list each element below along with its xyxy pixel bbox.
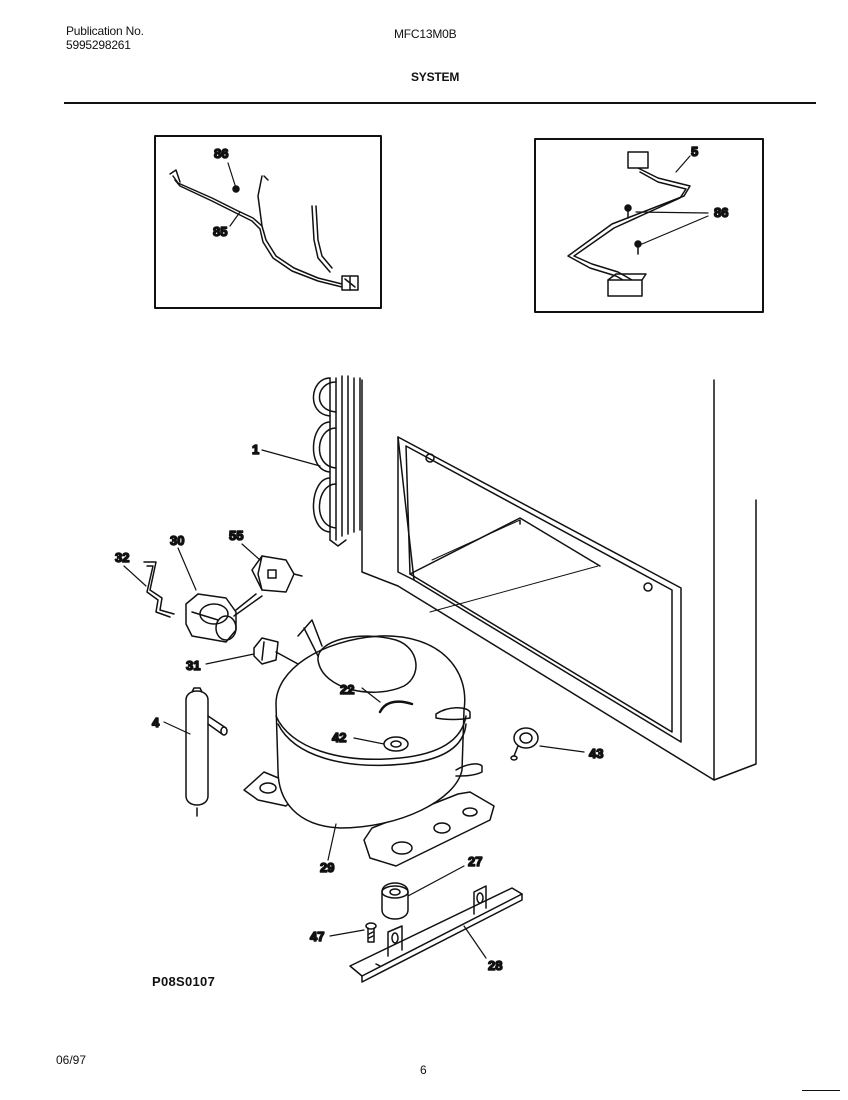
compressor	[243, 619, 495, 867]
terminal-connector	[253, 637, 299, 665]
callout-31: 31	[186, 658, 200, 673]
callout-1: 1	[252, 442, 259, 457]
inset-wiring-harness	[154, 135, 382, 309]
header-rule	[64, 102, 816, 104]
diagram-reference-code: P08S0107	[152, 974, 216, 989]
callout-29: 29	[320, 860, 334, 875]
bottom-edge-mark	[802, 1090, 840, 1091]
cabinet	[361, 379, 757, 781]
callout-86: 86	[214, 146, 228, 161]
mounting-screw	[365, 922, 377, 943]
callout-22: 22	[340, 682, 354, 697]
condenser-coil	[312, 375, 361, 547]
callout-42: 42	[332, 730, 346, 745]
bracket-wire	[143, 561, 175, 618]
callout-43: 43	[589, 746, 603, 761]
publication-label: Publication No.	[66, 24, 144, 38]
callout-55: 55	[229, 528, 243, 543]
filter-drier	[185, 687, 228, 817]
base-rail	[349, 885, 523, 983]
publication-number: 5995298261	[66, 38, 131, 52]
tube-clamp	[510, 727, 539, 761]
callout-5: 5	[691, 144, 698, 159]
start-relay	[185, 593, 263, 643]
footer-date: 06/97	[56, 1053, 87, 1067]
callout-32: 32	[115, 550, 129, 565]
callout-47: 47	[310, 929, 324, 944]
page-number: 6	[420, 1063, 427, 1077]
callout-28: 28	[488, 958, 502, 973]
grommet	[381, 882, 409, 920]
callout-4: 4	[152, 715, 160, 730]
section-title: SYSTEM	[411, 70, 460, 84]
callout-30: 30	[170, 533, 184, 548]
model-number: MFC13M0B	[394, 27, 457, 41]
inset-wire-clips	[534, 138, 764, 313]
callout-85: 85	[213, 224, 227, 239]
callout-27: 27	[468, 854, 482, 869]
relay	[251, 555, 303, 593]
callout-86-b: 86	[714, 205, 728, 220]
